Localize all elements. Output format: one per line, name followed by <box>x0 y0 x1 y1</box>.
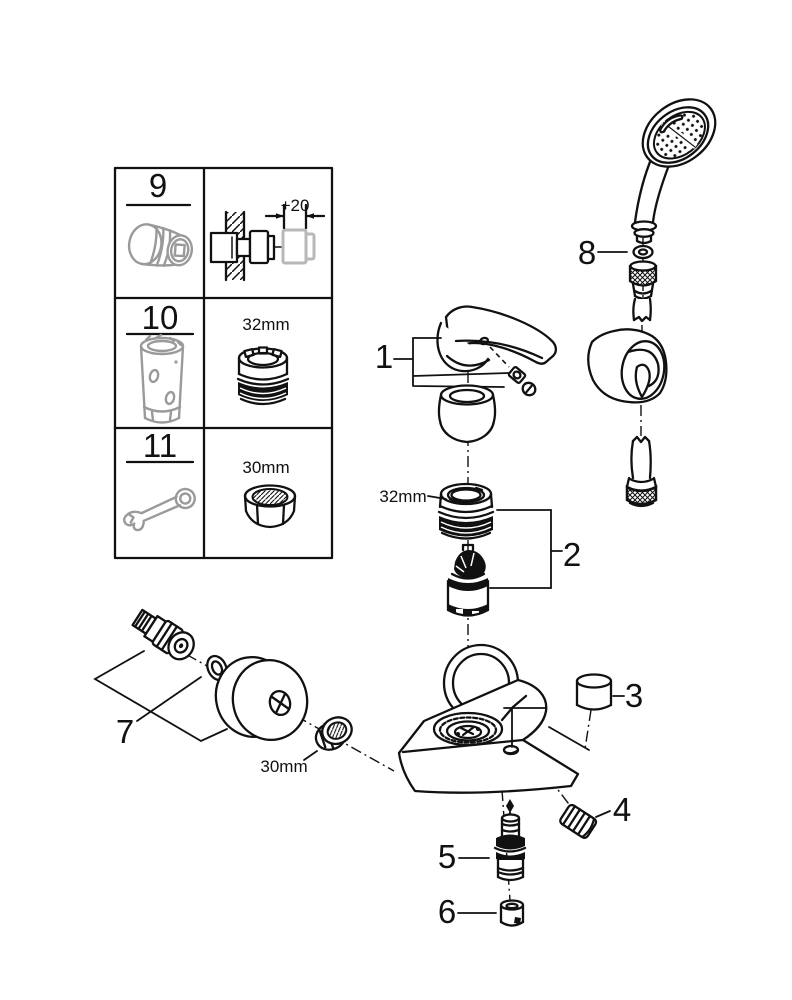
legend-row-10: 10 32mm <box>125 299 290 424</box>
shower-holder <box>587 328 668 404</box>
cartridge-seat <box>432 711 504 747</box>
legend-row-11: 11 30mm <box>122 427 297 532</box>
part-3-plug: 3 <box>503 673 643 751</box>
handle-dome-cap <box>437 384 497 444</box>
tool-10-number: 10 <box>142 299 179 336</box>
s-union-fitting <box>131 608 195 661</box>
tool-11-number: 11 <box>143 427 177 464</box>
hose-lower-segment <box>625 435 658 508</box>
legend-row-9: 9 <box>125 167 326 282</box>
hose-upper-segment <box>632 297 652 323</box>
tool-11-wrench-icon <box>122 487 196 532</box>
tool-9-number: 9 <box>149 167 167 204</box>
part-8-seal: 8 <box>578 234 654 271</box>
callout-4-label: 4 <box>613 791 631 828</box>
part-7-union-group: 30mm 7 <box>93 608 395 776</box>
callout-7-label: 7 <box>116 713 134 750</box>
wall-mount-diagram: +20 <box>209 196 326 282</box>
dimension-plus20: +20 <box>264 196 326 230</box>
shower-set-group: 8 <box>578 98 717 508</box>
callout-8-label: 8 <box>578 234 596 271</box>
part-2-cartridge <box>446 543 490 618</box>
part-2-callout: 2 <box>489 509 581 589</box>
legend-32mm-label: 32mm <box>242 315 289 334</box>
ring-nut-32mm-icon <box>236 346 290 406</box>
legend-table: 9 <box>113 166 334 560</box>
hose-nut <box>625 484 658 508</box>
escutcheon <box>214 655 309 742</box>
callout-6-label: 6 <box>438 893 456 930</box>
hex-nut-30mm-icon <box>243 484 297 529</box>
ring-32mm-label: 32mm <box>379 487 426 506</box>
plus20-label: +20 <box>281 196 310 215</box>
part-5-diverter: 5 <box>438 799 527 882</box>
part-6-plug: 6 <box>438 893 525 930</box>
legend-30mm-label: 30mm <box>242 458 289 477</box>
union-axis-line <box>149 633 395 772</box>
screw-dash-line <box>489 346 510 368</box>
callout-5-label: 5 <box>438 838 456 875</box>
faucet-exploded-group: 1 32mm <box>375 305 643 930</box>
shower-head <box>641 98 717 168</box>
part-4-cap: 4 <box>559 791 631 840</box>
hose-connector <box>628 260 658 300</box>
shower-handle <box>630 155 671 245</box>
handle-screw-hole <box>478 336 490 346</box>
union-nut-size-label: 30mm <box>260 757 307 776</box>
tool-9-adapter-icon <box>127 223 194 267</box>
part-7-callout: 7 <box>93 650 228 750</box>
callout-3-label: 3 <box>625 677 643 714</box>
faucet-body <box>397 643 580 794</box>
handle-screw <box>521 381 537 397</box>
plug-axis-line <box>584 709 592 750</box>
part-1-handle <box>436 305 558 397</box>
union-nut-30mm <box>314 716 353 751</box>
callout-2-label: 2 <box>563 536 581 573</box>
tool-10-socket-icon <box>139 333 185 424</box>
handle-screw-nut <box>507 365 527 385</box>
callout-1-label: 1 <box>375 338 393 375</box>
part-2-ring-32mm: 32mm <box>379 482 495 540</box>
